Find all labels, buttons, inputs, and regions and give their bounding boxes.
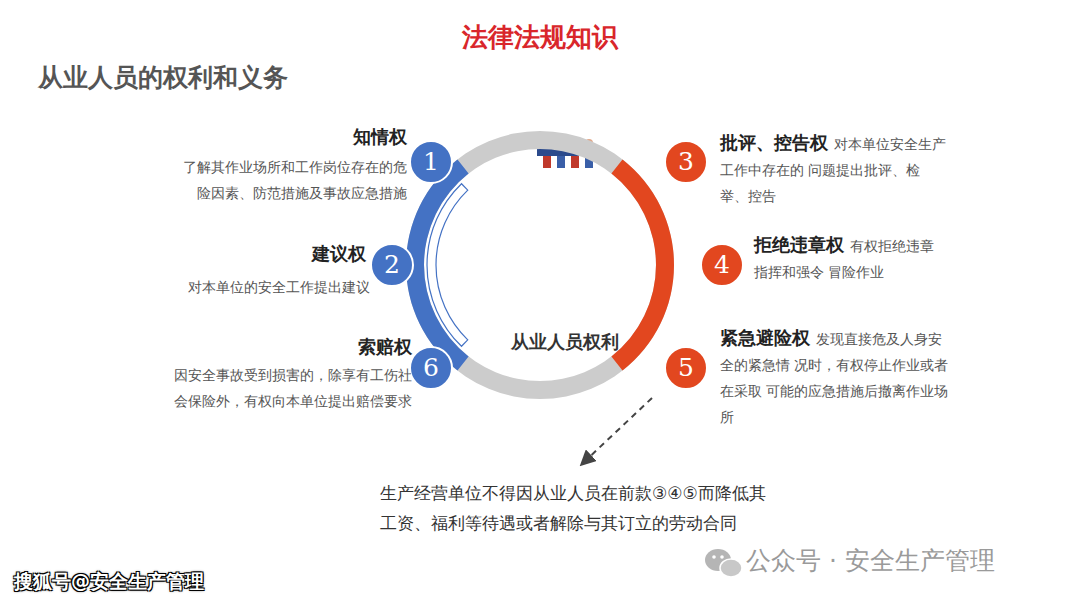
text-block: 批评、控告权对本单位安全生产工作中存在的 问题提出批评、检举、控告 — [720, 130, 946, 209]
right-heading: 批评、控告权 — [720, 132, 828, 153]
right-heading: 紧急避险权 — [720, 327, 810, 348]
ring-arc-inner — [427, 184, 468, 347]
right-description: 了解其作业场所和工作岗位存在的危险因素、防范措施及事故应急措施 — [175, 154, 407, 206]
numbered-circle: 2建议权对本单位的安全工作提出建议 — [370, 243, 414, 287]
text-block: 紧急避险权发现直接危及人身安全的紧急情 况时，有权停止作业或者在采取 可能的应急… — [720, 325, 952, 430]
ring-arc-blue — [406, 159, 469, 370]
callout-number: 3 — [666, 142, 706, 182]
right-heading: 知情权 — [207, 125, 407, 149]
watermark: 公众号 · 安全生产管理 — [746, 545, 1066, 577]
section-heading: 从业人员的权利和义务 — [38, 62, 438, 94]
right-description: 因安全事故受到损害的，除享有工伤社会保险外，有权向本单位提出赔偿要求 — [166, 362, 412, 414]
leader-line — [582, 398, 652, 464]
right-heading: 索赔权 — [212, 335, 412, 359]
right-description: 对本单位的安全工作提出建议 — [130, 274, 370, 300]
ring-label: 从业人员权利 — [440, 330, 660, 354]
numbered-circle: 6索赔权因安全事故受到损害的，除享有工伤社会保险外，有权向本单位提出赔偿要求 — [409, 346, 453, 390]
note-text: 生产经营单位不得因从业人员在前款③④⑤而降低其工资、福利等待遇或者解除与其订立的… — [380, 478, 766, 538]
numbered-circle: 1知情权了解其作业场所和工作岗位存在的危险因素、防范措施及事故应急措施 — [409, 140, 453, 184]
text-block: 拒绝违章权有权拒绝违章指挥和强令 冒险作业 — [754, 232, 944, 285]
right-heading: 拒绝违章权 — [754, 234, 844, 255]
numbered-circle: 5紧急避险权发现直接危及人身安全的紧急情 况时，有权停止作业或者在采取 可能的应… — [664, 346, 708, 390]
right-heading: 建议权 — [166, 242, 366, 266]
callout-number: 1 — [411, 142, 451, 182]
callout-number: 5 — [666, 348, 706, 388]
watermark: 搜狐号@安全生产管理 — [14, 568, 314, 594]
callout-number: 2 — [372, 245, 412, 285]
callout-number: 6 — [411, 348, 451, 388]
wechat-icon — [705, 549, 742, 577]
ring-arc-red — [611, 159, 674, 370]
numbered-circle: 4拒绝违章权有权拒绝违章指挥和强令 冒险作业 — [700, 243, 744, 287]
page-title: 法律法规知识 — [0, 20, 1080, 55]
numbered-circle: 3批评、控告权对本单位安全生产工作中存在的 问题提出批评、检举、控告 — [664, 140, 708, 184]
ring-track — [406, 131, 674, 399]
callout-number: 4 — [702, 245, 742, 285]
